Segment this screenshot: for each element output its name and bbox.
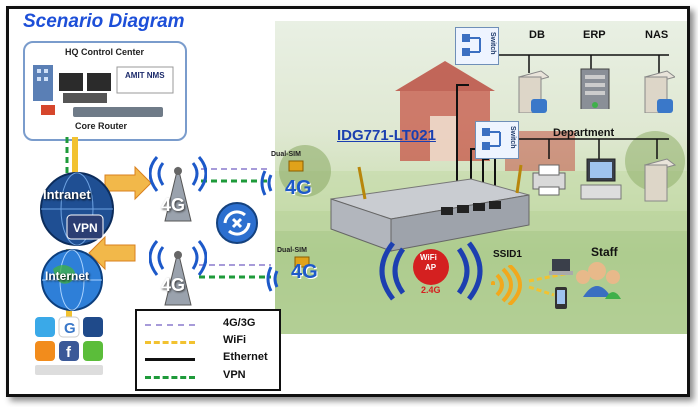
- hq-control-center-box: HQ Control Center AMIT NMS Core Router: [23, 41, 187, 141]
- nas-label: NAS: [645, 29, 669, 41]
- erp-server-icon: [580, 68, 610, 109]
- intranet-label: Intranet: [43, 187, 91, 202]
- sim-4g-label-top: 4G: [285, 177, 312, 199]
- wifi-signal-icon: [491, 265, 522, 305]
- router-icon: [73, 107, 163, 117]
- social-icons-grid: G f: [33, 315, 105, 379]
- dual-sim-label-bottom: Dual-SIM: [277, 247, 307, 254]
- page-title: Scenario Diagram: [23, 11, 185, 32]
- wifi-band-label: 2.4G: [421, 285, 441, 295]
- legend-item-ethernet: Ethernet: [145, 351, 275, 365]
- failover-icon: [216, 202, 258, 244]
- sim-4g-label-bottom: 4G: [291, 261, 318, 283]
- nas-server-icon: [643, 70, 675, 113]
- wifi-ap-line1: WiFi: [420, 253, 437, 262]
- tower-4g-bottom-icon: [149, 240, 207, 306]
- scenario-diagram: Scenario Diagram HQ Control Center AMIT …: [6, 6, 690, 397]
- printer-icon: [532, 164, 566, 196]
- legend-label-4g3g: 4G/3G: [223, 317, 256, 329]
- ssid-label: SSID1: [493, 249, 522, 260]
- department-server-icon: [643, 158, 677, 202]
- desktop-pc-icon: [580, 158, 622, 200]
- tower-4g-top-icon: [149, 156, 207, 222]
- building-icon: [33, 65, 53, 101]
- hq-equipment: [33, 65, 174, 117]
- switch-label-top: Switch: [489, 32, 496, 55]
- smartphone-icon: [555, 287, 567, 309]
- monitor-icon: [59, 73, 83, 91]
- legend: 4G/3G WiFi Ethernet VPN: [135, 309, 281, 391]
- staff-label: Staff: [591, 245, 618, 259]
- hq-title: HQ Control Center: [65, 47, 145, 57]
- google-icon: [58, 316, 80, 338]
- internet-globe-icon: [41, 249, 103, 311]
- legend-item-4g3g: 4G/3G: [145, 317, 275, 331]
- legend-label-vpn: VPN: [223, 369, 246, 381]
- staff-group-icon: [576, 262, 621, 299]
- network-4g-label-bottom: 4G: [161, 275, 186, 295]
- device-name: IDG771-LT021: [337, 127, 436, 144]
- switch-top-icon: Switch: [455, 27, 499, 65]
- myspace-icon: [83, 317, 103, 337]
- legend-label-ethernet: Ethernet: [223, 351, 268, 363]
- db-server-icon: [517, 70, 549, 113]
- firewall-icon: [41, 105, 55, 115]
- facebook-icon: [59, 341, 79, 361]
- laptop-icon: [549, 259, 573, 275]
- svg-text:f: f: [66, 344, 72, 361]
- intranet-globe-icon: [40, 172, 114, 246]
- db-label: DB: [529, 29, 545, 41]
- dual-sim-label-top: Dual-SIM: [271, 151, 301, 158]
- router-device-icon: [330, 164, 530, 252]
- twitter-icon: [35, 317, 55, 337]
- sim-signal-bottom-icon: [266, 256, 310, 292]
- legend-item-vpn: VPN: [145, 369, 275, 383]
- department-label: Department: [553, 127, 615, 139]
- legend-label-wifi: WiFi: [223, 334, 247, 346]
- social-icons: G f: [35, 316, 103, 375]
- chat-icon: [83, 341, 103, 361]
- rss-icon: [35, 341, 55, 361]
- sim-signal-top-icon: [260, 160, 304, 196]
- switch-bottom-icon: Switch: [475, 121, 519, 159]
- legend-item-wifi: WiFi: [145, 334, 275, 348]
- wifi-ap-icon: [379, 241, 483, 301]
- core-router-label: Core Router: [75, 121, 128, 131]
- nms-label: AMIT NMS: [125, 71, 165, 80]
- erp-label: ERP: [583, 29, 606, 41]
- svg-text:G: G: [64, 320, 76, 337]
- network-4g-label-top: 4G: [161, 195, 186, 215]
- internet-label: Internet: [45, 269, 90, 283]
- wifi-ap-line2: AP: [425, 263, 437, 272]
- switch-label-bottom: Switch: [509, 126, 516, 149]
- vpn-label: VPN: [73, 221, 98, 235]
